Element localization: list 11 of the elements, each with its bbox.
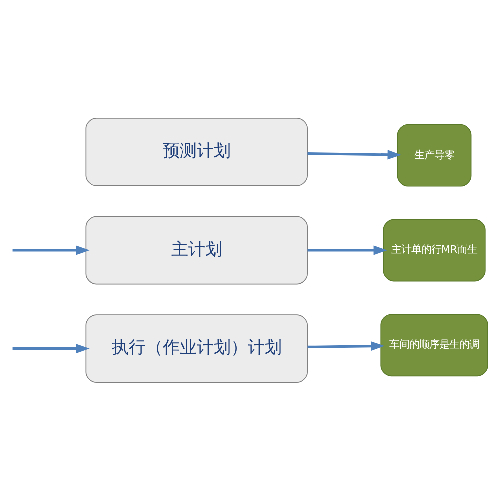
node-box: 预测计划 [86,118,308,186]
node-box: 生产导零 [397,124,472,186]
node-box: 执行（作业计划）计划 [86,314,308,382]
node-box: 主计单的行MR而生 [383,218,486,282]
arrow [12,245,90,255]
node-box: 车间的顺序是生的调 [380,314,488,376]
arrow [308,341,385,351]
arrow [12,344,90,354]
node-box: 主计划 [86,216,308,284]
arrow [308,150,402,160]
arrow [308,245,388,255]
